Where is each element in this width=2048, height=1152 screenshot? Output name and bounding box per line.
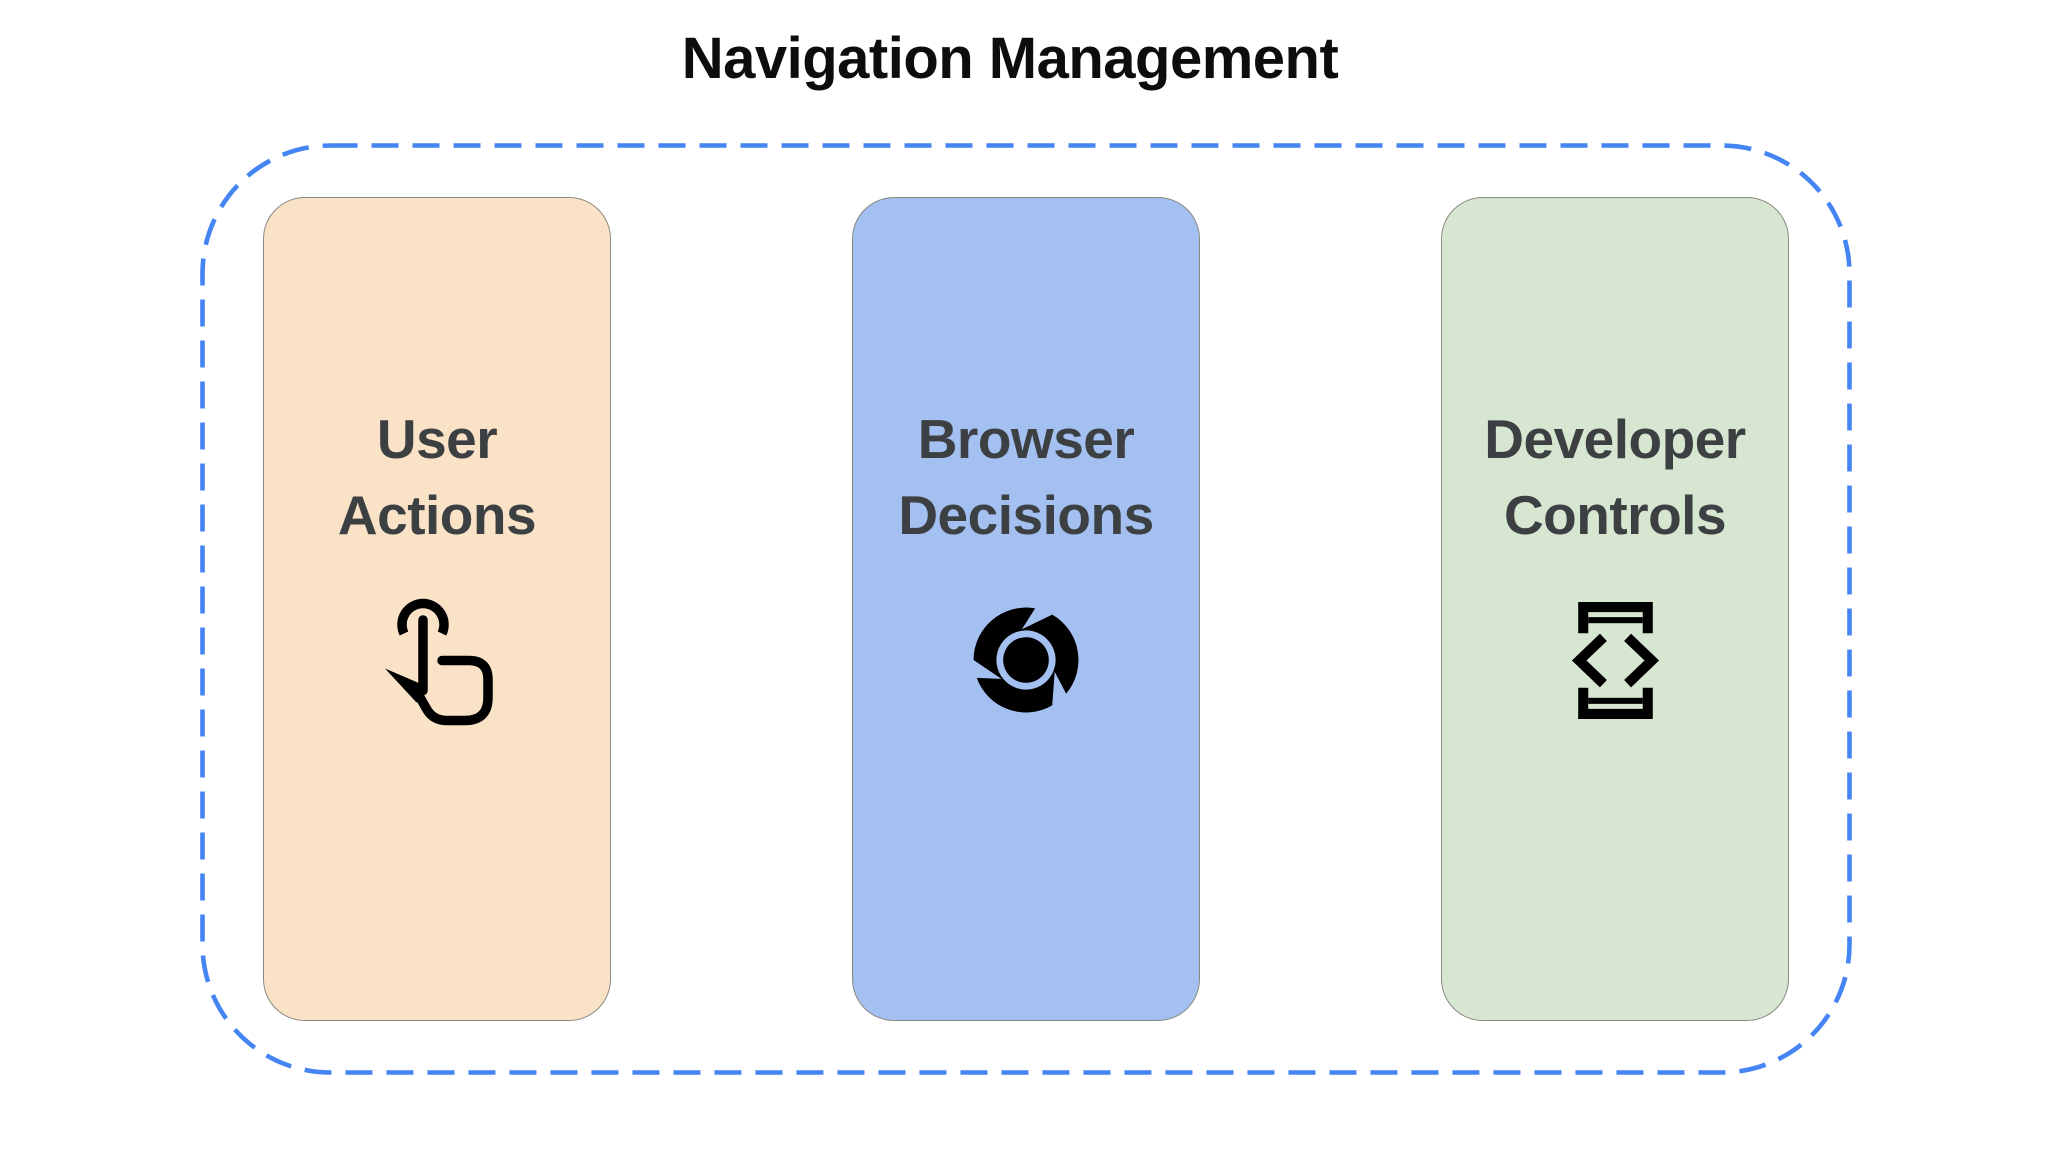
card-browser-decisions: Browser Decisions: [852, 197, 1200, 1021]
cards-row: User Actions Browser Decis: [263, 197, 1789, 1021]
card-browser-decisions-label: Browser Decisions: [898, 408, 1154, 546]
card-user-actions-label: User Actions: [337, 408, 537, 546]
card-developer-controls: Developer Controls: [1441, 197, 1789, 1021]
developer-mode-icon: [1571, 601, 1659, 719]
navigation-management-frame: User Actions Browser Decis: [200, 143, 1852, 1075]
card-user-actions: User Actions: [263, 197, 611, 1021]
card-developer-controls-label: Developer Controls: [1484, 408, 1746, 546]
touch-app-icon: [384, 598, 493, 725]
dashed-frame-border: [200, 143, 1852, 1075]
diagram-title: Navigation Management: [681, 26, 1339, 91]
chrome-browser-icon: [973, 607, 1079, 713]
